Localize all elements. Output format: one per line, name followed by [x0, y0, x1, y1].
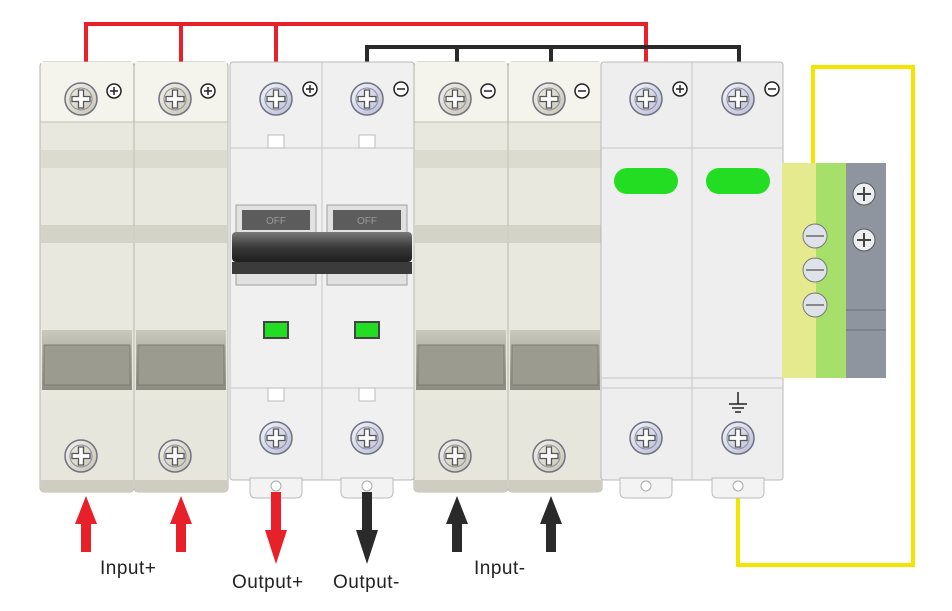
minus-sign-icon [480, 83, 496, 99]
negative-bus-wire [365, 45, 741, 62]
spd-window-indicator [614, 168, 678, 194]
input-plus-arrow-2 [170, 496, 192, 552]
din-rail-clip [249, 477, 303, 499]
terminal-screw-icon [629, 82, 663, 116]
status-indicator-icon [263, 321, 289, 339]
terminal-screw-icon [64, 82, 98, 116]
output-plus-label: Output+ [232, 572, 304, 593]
breaker-handle[interactable] [232, 232, 412, 262]
terminal-screw-icon [259, 82, 293, 116]
off-text: OFF [357, 216, 377, 227]
minus-sign-icon [393, 81, 409, 97]
terminal-screw-icon [64, 439, 98, 473]
terminal-screw-icon [350, 82, 384, 116]
plus-sign-icon [302, 81, 318, 97]
surge-protection-device [600, 61, 784, 499]
plus-sign-icon [200, 83, 216, 99]
output-plus-arrow [265, 492, 287, 564]
terminal-screw-icon [438, 82, 472, 116]
ground-block-screw [802, 292, 828, 318]
terminal-screw-icon [259, 421, 293, 455]
fuse-holder-fuse-pos-2[interactable] [133, 61, 229, 493]
positive-bus-wire [84, 22, 648, 62]
input-minus-arrow-1 [446, 496, 468, 552]
terminal-screw-icon [532, 439, 566, 473]
status-indicator-icon [354, 321, 380, 339]
ground-block-screw [802, 257, 828, 283]
ground-block-screw [852, 182, 876, 206]
terminal-screw-icon [721, 421, 755, 455]
ground-terminal-block [782, 163, 886, 378]
plus-sign-icon [106, 83, 122, 99]
spd-window-indicator [706, 168, 770, 194]
terminal-screw-icon [629, 421, 663, 455]
fuse-holder-fuse-neg-2[interactable] [507, 61, 603, 493]
plus-sign-icon [672, 81, 688, 97]
off-text: OFF [266, 216, 286, 227]
output-minus-label: Output- [333, 572, 400, 593]
minus-sign-icon [764, 81, 780, 97]
ground-block-screw [802, 223, 828, 249]
dc-circuit-breaker[interactable]: OFF OFF [229, 61, 415, 499]
din-rail-clip [711, 477, 765, 499]
ground-wire [736, 65, 915, 567]
input-minus-label: Input- [474, 558, 526, 579]
ground-block-screw [852, 228, 876, 252]
fuse-holder-fuse-neg-1[interactable] [413, 61, 509, 493]
terminal-screw-icon [438, 439, 472, 473]
input-plus-arrow-1 [75, 496, 97, 552]
ground-symbol-icon [729, 392, 747, 413]
minus-sign-icon [574, 83, 590, 99]
terminal-screw-icon [158, 439, 192, 473]
din-rail-clip [619, 477, 673, 499]
terminal-screw-icon [158, 82, 192, 116]
output-minus-arrow [356, 492, 378, 564]
fuse-holder-fuse-pos-1[interactable] [39, 61, 135, 493]
din-rail-clip [340, 477, 394, 499]
terminal-screw-icon [532, 82, 566, 116]
terminal-screw-icon [721, 82, 755, 116]
input-minus-arrow-2 [540, 496, 562, 552]
terminal-screw-icon [350, 421, 384, 455]
input-plus-label: Input+ [100, 558, 157, 579]
